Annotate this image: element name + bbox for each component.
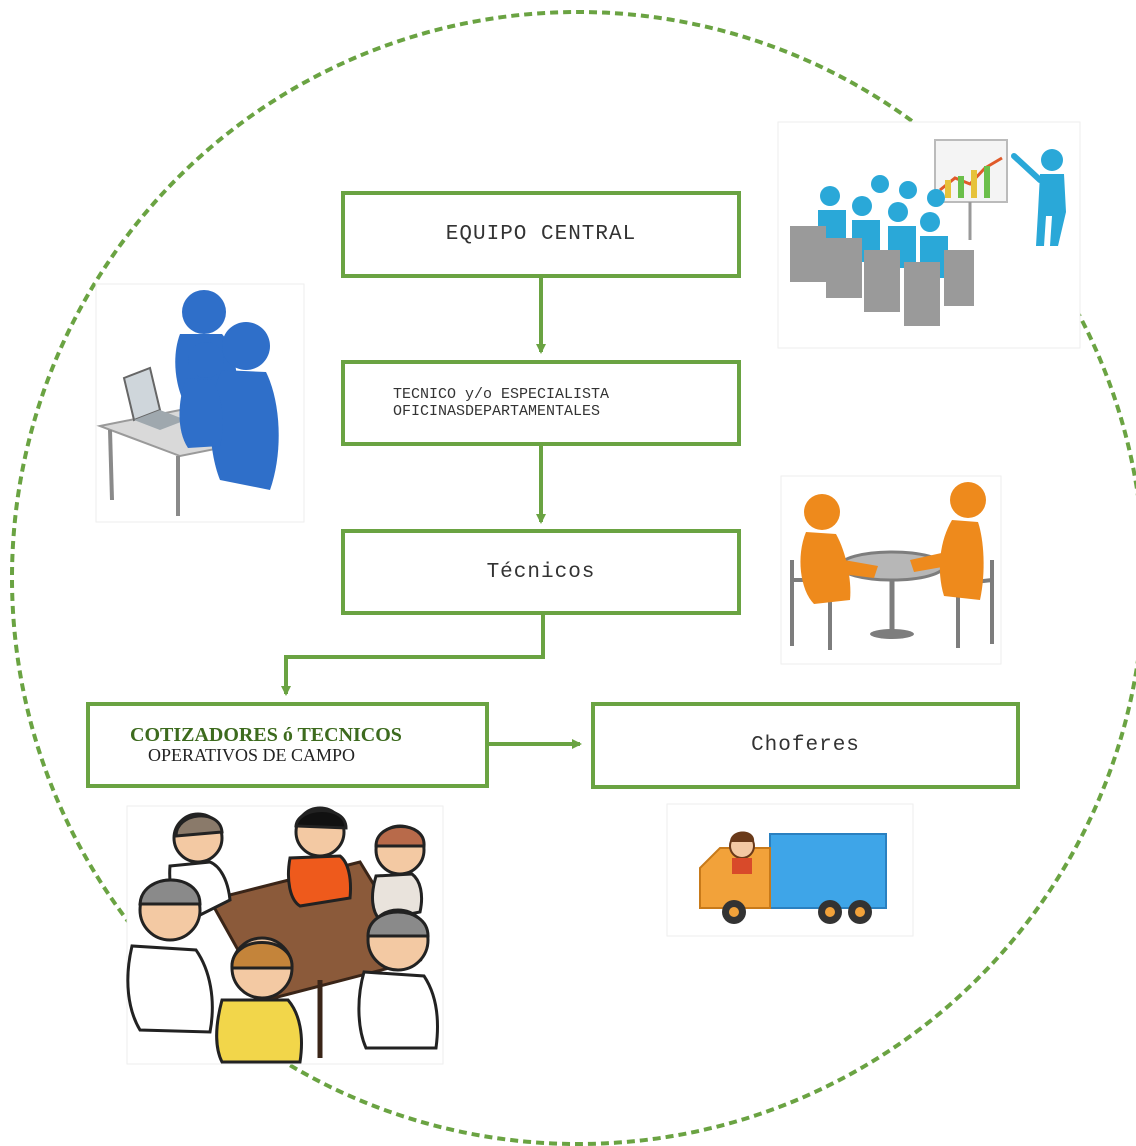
connector-tecnicos-to-cotizadores: [281, 613, 545, 696]
node-tecnico-especialista: TECNICO y/o ESPECIALISTA OFICINASDEPARTA…: [341, 360, 741, 446]
node-choferes-label: Choferes: [751, 734, 860, 757]
group-discussion-icon: [126, 805, 444, 1065]
node-tecnico-line1: TECNICO y/o ESPECIALISTA: [393, 386, 610, 403]
presentation-icon: [777, 121, 1081, 349]
node-equipo-central-label: EQUIPO CENTRAL: [445, 223, 637, 246]
dashed-boundary-circle: [10, 10, 1136, 1146]
connectors: [281, 276, 582, 749]
node-equipo-central: EQUIPO CENTRAL: [341, 191, 741, 278]
node-cotizadores-line1: COTIZADORES ó TECNICOS: [130, 724, 402, 746]
node-cotizadores: COTIZADORES ó TECNICOS OPERATIVOS DE CAM…: [86, 702, 489, 788]
node-tecnicos: Técnicos: [341, 529, 741, 615]
truck-driver-icon: [666, 803, 914, 937]
node-cotizadores-line2: OPERATIVOS DE CAMPO: [148, 745, 356, 765]
node-tecnico-line2: OFICINASDEPARTAMENTALES: [393, 403, 601, 420]
node-tecnicos-label: Técnicos: [486, 560, 596, 584]
meeting-table-icon: [780, 475, 1002, 665]
teamwork-computer-icon: [95, 283, 305, 523]
node-choferes: Choferes: [591, 702, 1020, 789]
